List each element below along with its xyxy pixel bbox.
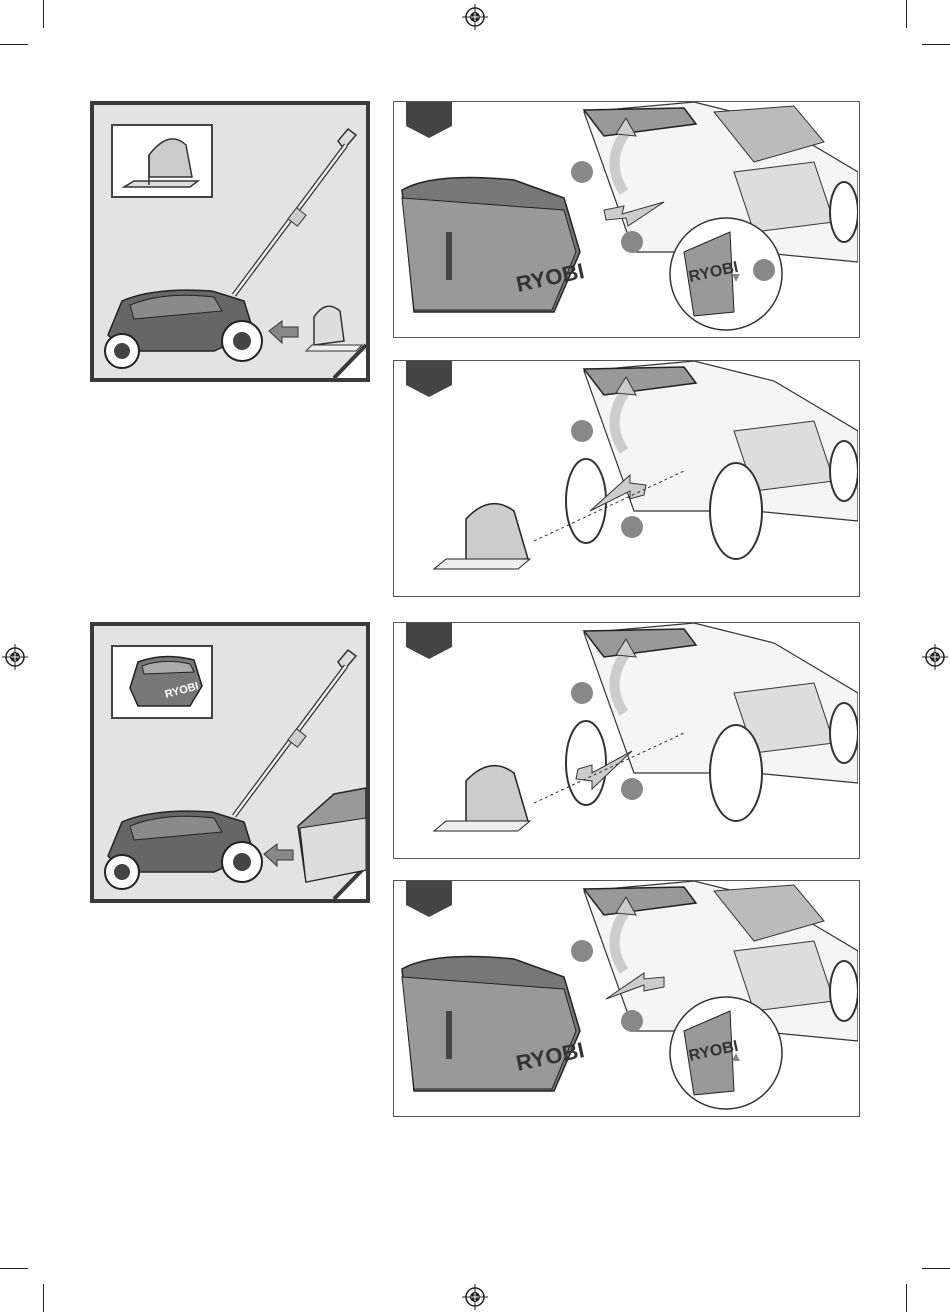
crop-mark-br-v	[906, 1284, 907, 1312]
step-tab-4-icon	[406, 881, 452, 917]
step-tab-1-icon	[406, 102, 452, 138]
callout-2-icon	[621, 1010, 643, 1032]
registration-mark-left-icon	[2, 644, 28, 670]
step-tab-3-icon	[406, 623, 452, 659]
crop-mark-br-h	[922, 1268, 950, 1269]
overview-panel-mulching-plug	[90, 101, 370, 382]
step-panel-3	[393, 622, 860, 859]
mower-with-grass-bag-illustration: RYOBI	[94, 626, 366, 899]
callout-2-icon	[621, 778, 643, 800]
callout-3-icon	[753, 259, 775, 281]
step-panel-1: RYOBI RYOBI	[393, 101, 860, 338]
callout-1-icon	[571, 682, 593, 704]
callout-1-icon	[571, 940, 593, 962]
step-panel-4: RYOBI RYOBI	[393, 880, 860, 1117]
registration-mark-right-icon	[922, 644, 948, 670]
crop-mark-bl-v	[43, 1284, 44, 1312]
crop-mark-tl-v	[43, 0, 44, 28]
callout-2-icon	[621, 516, 643, 538]
crop-mark-tl-h	[0, 44, 28, 45]
overview-panel-grass-bag: RYOBI	[90, 622, 370, 903]
callout-2-icon	[621, 231, 643, 253]
registration-mark-top-icon	[462, 4, 488, 30]
callout-1-icon	[571, 161, 593, 183]
registration-mark-bottom-icon	[462, 1284, 488, 1310]
crop-mark-tr-v	[906, 0, 907, 28]
step-panel-2	[393, 360, 860, 597]
mower-with-mulching-plug-illustration	[94, 105, 366, 378]
callout-1-icon	[571, 420, 593, 442]
step-tab-2-icon	[406, 361, 452, 397]
crop-mark-bl-h	[0, 1268, 28, 1269]
crop-mark-tr-h	[922, 44, 950, 45]
